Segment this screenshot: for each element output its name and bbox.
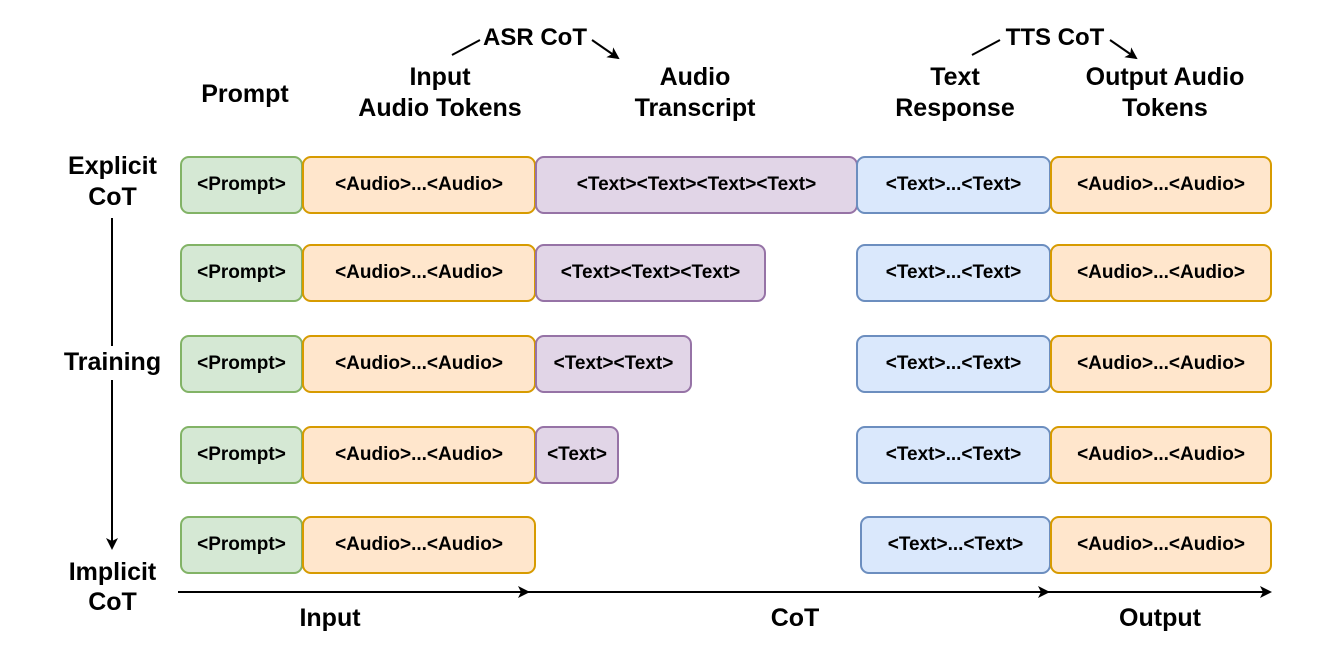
transcript-box: <Text> [535, 426, 619, 484]
explicit-cot-label: Explicit CoT [68, 152, 157, 211]
header-audio-transcript: Audio Transcript [634, 63, 756, 122]
text-response-box: <Text>...<Text> [856, 335, 1051, 393]
output-audio-box: <Audio>...<Audio> [1050, 335, 1272, 393]
axis-label-input: Input [299, 604, 361, 632]
header-prompt: Prompt [201, 80, 289, 108]
axis-label-cot: CoT [770, 604, 820, 632]
prompt-token-box: <Prompt> [180, 516, 303, 574]
tts-cot-left-stroke [971, 39, 1001, 56]
transcript-box: <Text><Text><Text><Text> [535, 156, 858, 214]
input-audio-box: <Audio>...<Audio> [302, 244, 536, 302]
prompt-token-box: <Prompt> [180, 156, 303, 214]
prompt-token-box: <Prompt> [180, 244, 303, 302]
output-audio-box: <Audio>...<Audio> [1050, 156, 1272, 214]
asr-cot-label: ASR CoT [483, 24, 587, 51]
text-response-box: <Text>...<Text> [856, 156, 1051, 214]
text-response-box: <Text>...<Text> [856, 244, 1051, 302]
output-audio-box: <Audio>...<Audio> [1050, 516, 1272, 574]
output-audio-box: <Audio>...<Audio> [1050, 426, 1272, 484]
tts-cot-right-arrow [1109, 39, 1138, 60]
input-audio-box: <Audio>...<Audio> [302, 156, 536, 214]
training-label: Training [40, 347, 185, 378]
output-audio-box: <Audio>...<Audio> [1050, 244, 1272, 302]
text-response-box: <Text>...<Text> [856, 426, 1051, 484]
text-response-box: <Text>...<Text> [860, 516, 1051, 574]
tts-cot-label: TTS CoT [1005, 24, 1105, 51]
prompt-token-box: <Prompt> [180, 426, 303, 484]
header-output-audio-tokens: Output Audio Tokens [1085, 63, 1245, 122]
transcript-box: <Text><Text> [535, 335, 692, 393]
input-audio-box: <Audio>...<Audio> [302, 516, 536, 574]
asr-cot-right-arrow [591, 39, 620, 60]
axis-label-output: Output [1119, 604, 1201, 632]
implicit-cot-label: Implicit CoT [68, 558, 157, 616]
header-input-audio-tokens: Input Audio Tokens [358, 63, 522, 122]
input-audio-box: <Audio>...<Audio> [302, 426, 536, 484]
asr-cot-left-stroke [451, 39, 481, 56]
transcript-box: <Text><Text><Text> [535, 244, 766, 302]
prompt-token-box: <Prompt> [180, 335, 303, 393]
header-text-response: Text Response [895, 63, 1015, 122]
input-audio-box: <Audio>...<Audio> [302, 335, 536, 393]
